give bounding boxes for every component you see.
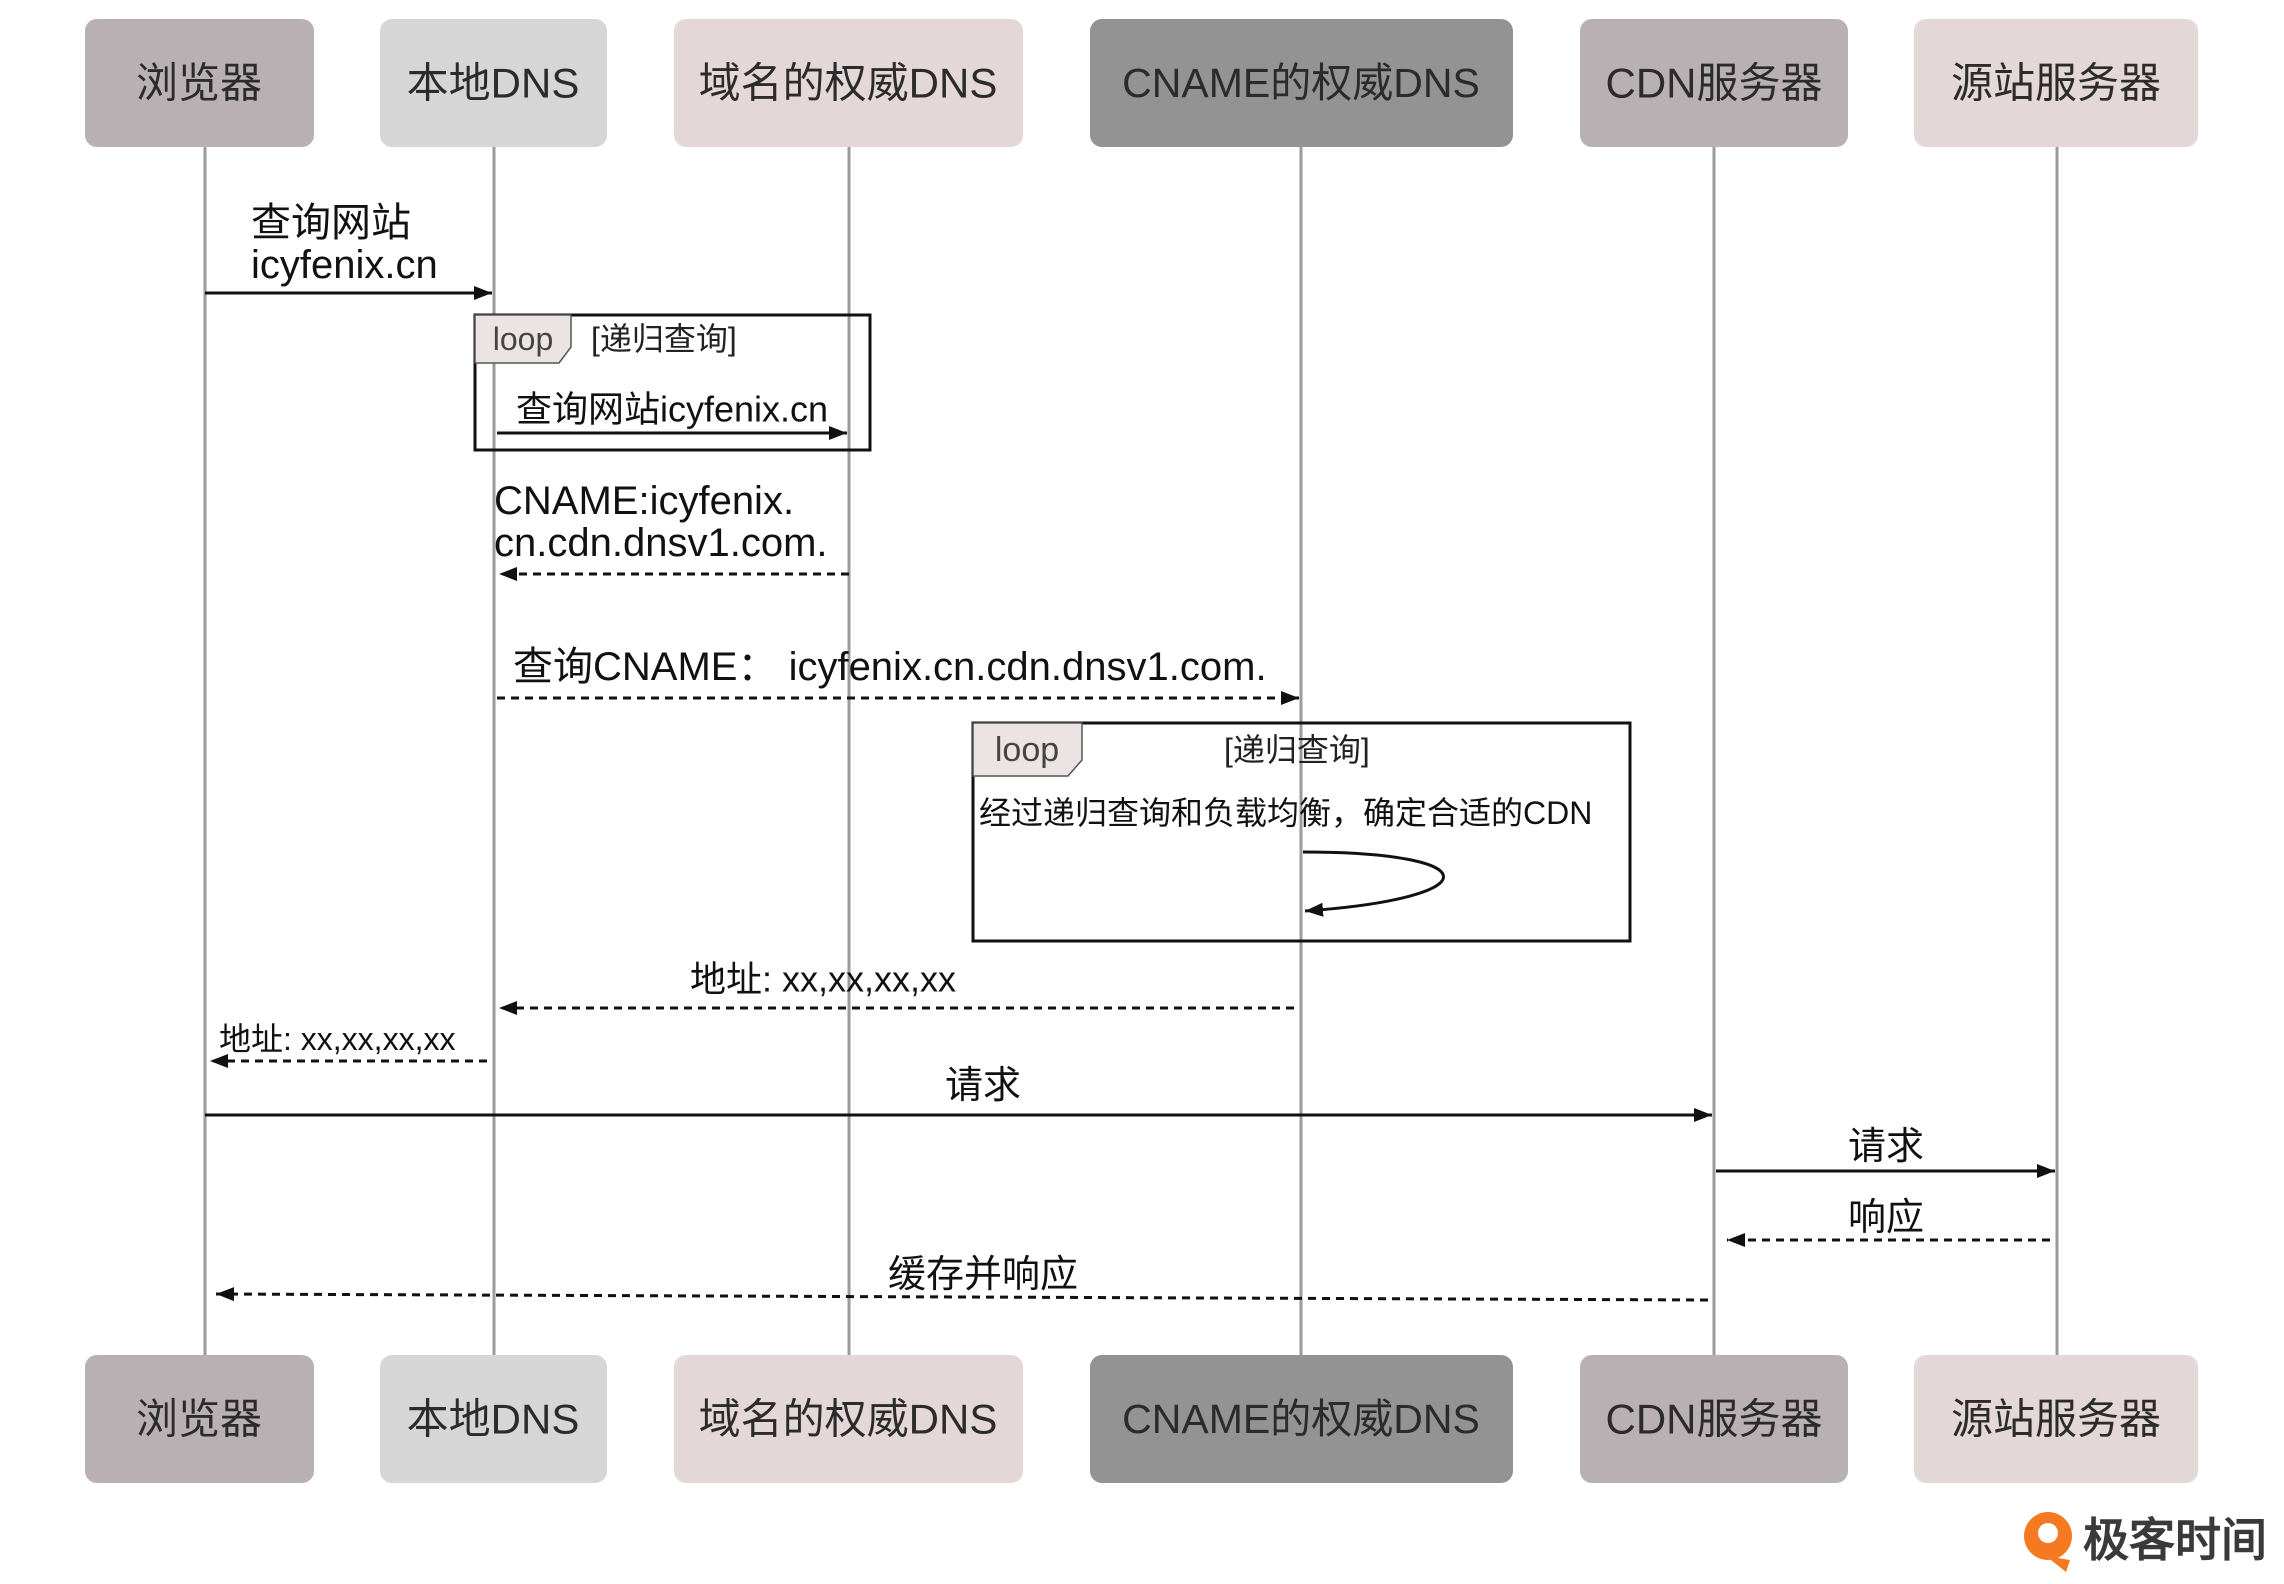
message-query-cname: 查询CNAME： icyfenix.cn.cdn.dnsv1.com.	[497, 645, 1299, 705]
loop-tab	[972, 722, 1083, 777]
message-label: 请求	[1848, 1126, 1924, 1168]
loop-condition: [递归查询]	[1224, 732, 1370, 768]
message-label: 查询CNAME： icyfenix.cn.cdn.dnsv1.com.	[513, 645, 1267, 689]
participant-box	[380, 19, 607, 147]
participant-origin-server-top: 源站服务器	[1914, 19, 2198, 147]
message-label: 经过递归查询和负载均衡，确定合适的CDN	[979, 795, 1592, 831]
participant-box	[1580, 19, 1848, 147]
message-label: 响应	[1848, 1197, 1924, 1239]
loop-condition: [递归查询]	[591, 321, 737, 357]
participant-label: 本地DNS	[407, 60, 580, 107]
geektime-logo-icon	[2024, 1512, 2072, 1572]
loop-keyword: loop	[493, 321, 554, 357]
participant-box	[1914, 1355, 2198, 1483]
participant-local-dns-top: 本地DNS	[380, 19, 607, 147]
loop-fragment-recursive-query-1: loop [递归查询] 查询网站icyfenix.cn	[473, 313, 872, 452]
participant-box	[85, 19, 314, 147]
participant-cdn-server-bottom: CDN服务器	[1580, 1355, 1848, 1483]
participant-origin-server-bottom: 源站服务器	[1914, 1355, 2198, 1483]
participant-box	[1580, 1355, 1848, 1483]
message-label: 地址: xx,xx,xx,xx	[219, 1021, 455, 1057]
participants-bottom: 浏览器 本地DNS 域名的权威DNS CNAME的权威DNS CDN服务器 源站…	[85, 1355, 2198, 1483]
message-cache-and-respond: 缓存并响应	[215, 1254, 1709, 1302]
self-message-arrow	[1302, 850, 1445, 917]
participant-cdn-server-top: CDN服务器	[1580, 19, 1848, 147]
message-label: 缓存并响应	[888, 1254, 1078, 1296]
participant-box	[674, 1355, 1023, 1483]
participant-box	[1090, 1355, 1513, 1483]
participant-label: CNAME的权威DNS	[1122, 1396, 1480, 1442]
message-address-to-browser: 地址: xx,xx,xx,xx	[210, 1021, 487, 1068]
participant-domain-auth-dns-top: 域名的权威DNS	[674, 19, 1023, 147]
message-label: CNAME:icyfenix.	[494, 479, 794, 523]
participant-browser-top: 浏览器	[85, 19, 314, 147]
participant-box	[1090, 19, 1513, 147]
participant-local-dns-bottom: 本地DNS	[380, 1355, 607, 1483]
message-label: cn.cdn.dnsv1.com.	[494, 521, 828, 565]
logo-icon-hole	[2038, 1523, 2058, 1543]
message-response-origin: 响应	[1727, 1197, 2050, 1247]
message-request-cdn: 请求	[205, 1065, 1712, 1122]
message-request-origin: 请求	[1716, 1126, 2055, 1178]
loop-frame	[971, 721, 1632, 943]
loop-frame	[473, 313, 872, 452]
message-label: 查询网站	[251, 201, 411, 245]
participant-label: 源站服务器	[1951, 60, 2161, 107]
loop-keyword: loop	[995, 731, 1059, 769]
loop-tab	[474, 314, 572, 364]
participant-label: CDN服务器	[1606, 60, 1823, 107]
participant-label: 浏览器	[136, 60, 262, 107]
message-label: icyfenix.cn	[251, 243, 438, 287]
participant-cname-auth-dns-top: CNAME的权威DNS	[1090, 19, 1513, 147]
participant-label: 域名的权威DNS	[699, 1396, 998, 1443]
message-address-to-local-dns: 地址: xx,xx,xx,xx	[499, 959, 1294, 1015]
participant-box	[85, 1355, 314, 1483]
participant-label: 源站服务器	[1951, 1396, 2161, 1443]
message-label: 请求	[945, 1065, 1021, 1107]
participant-cname-auth-dns-bottom: CNAME的权威DNS	[1090, 1355, 1513, 1483]
participant-label: 域名的权威DNS	[699, 60, 998, 107]
message-label: 查询网站icyfenix.cn	[516, 389, 828, 430]
logo-text: 极客时间	[2083, 1514, 2267, 1566]
logo-icon-tail	[2046, 1556, 2070, 1572]
participant-box	[1914, 19, 2198, 147]
loop-fragment-recursive-query-2: loop [递归查询] 经过递归查询和负载均衡，确定合适的CDN	[971, 721, 1632, 943]
participants-top: 浏览器 本地DNS 域名的权威DNS CNAME的权威DNS CDN服务器 源站…	[85, 19, 2198, 147]
participant-label: 浏览器	[136, 1396, 262, 1443]
participant-label: 本地DNS	[407, 1396, 580, 1443]
participant-box	[674, 19, 1023, 147]
message-label: 地址: xx,xx,xx,xx	[690, 959, 956, 1000]
participant-browser-bottom: 浏览器	[85, 1355, 314, 1483]
participant-label: CDN服务器	[1606, 1396, 1823, 1443]
participant-box	[380, 1355, 607, 1483]
participant-label: CNAME的权威DNS	[1122, 60, 1480, 106]
message-query-site: 查询网站 icyfenix.cn	[205, 201, 492, 300]
message-cname-reply: CNAME:icyfenix. cn.cdn.dnsv1.com.	[494, 479, 849, 581]
participant-domain-auth-dns-bottom: 域名的权威DNS	[674, 1355, 1023, 1483]
brand-logo: 极客时间	[2024, 1512, 2267, 1572]
message-arrow	[215, 1287, 1709, 1302]
